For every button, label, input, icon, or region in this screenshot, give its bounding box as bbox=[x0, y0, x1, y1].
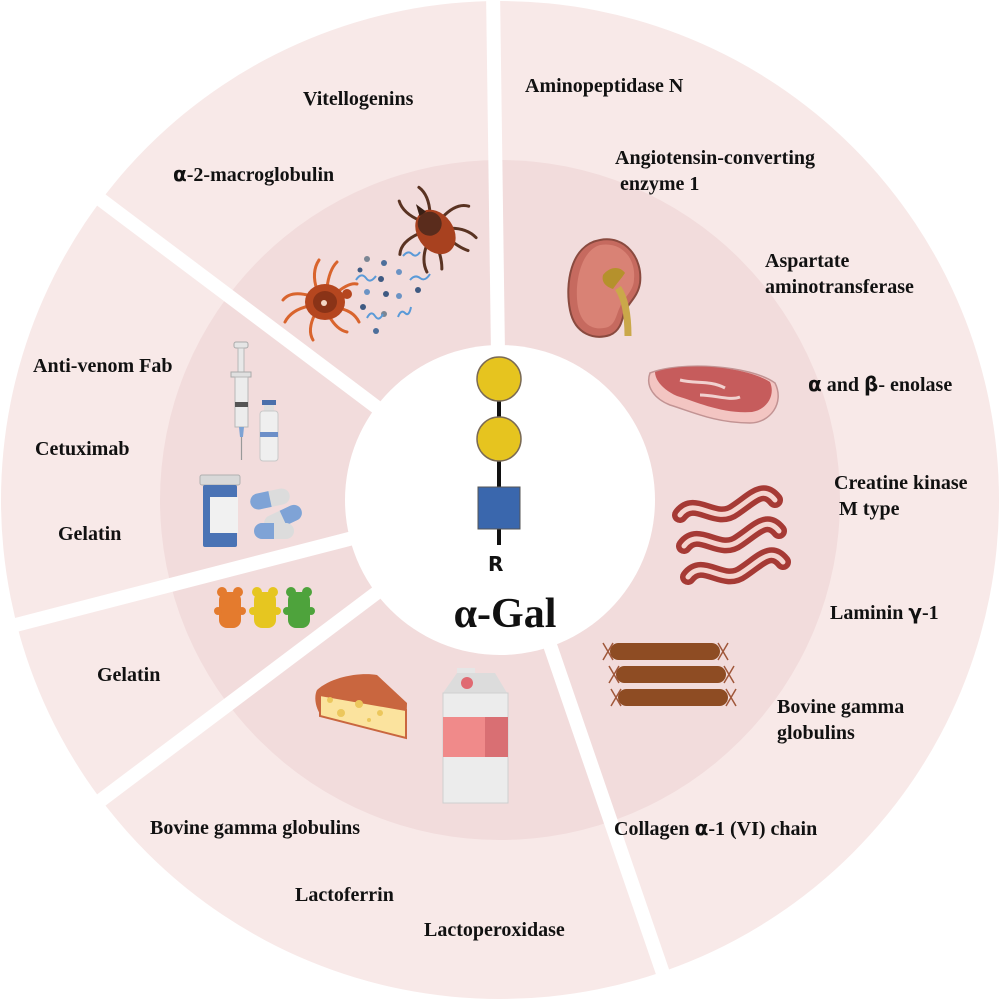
glcnac-square-icon bbox=[477, 486, 521, 530]
greek-alpha: α bbox=[173, 162, 187, 186]
label-vitellogenins: Vitellogenins bbox=[303, 88, 414, 110]
pill-bottle-icon bbox=[199, 474, 241, 547]
capsule-icon bbox=[250, 488, 302, 539]
label-enolase: α and β- enolase bbox=[808, 372, 953, 396]
milk-carton-icon bbox=[442, 668, 509, 804]
label-lactoferrin: Lactoferrin bbox=[295, 884, 394, 906]
syringe-icon bbox=[230, 341, 252, 460]
galactose-circle-icon bbox=[476, 356, 522, 402]
sausage-icon bbox=[602, 642, 737, 707]
label-alpha-2-macroglobulin: α-2-macroglobulin bbox=[173, 162, 335, 186]
alpha-gal-glycan-icon bbox=[476, 356, 522, 545]
center-title: α-Gal bbox=[453, 591, 557, 637]
cheese-icon bbox=[315, 674, 407, 740]
label-gelatin-drug: Gelatin bbox=[58, 523, 122, 545]
gummy-bear-icon bbox=[214, 587, 315, 628]
label-bovine-gamma-globulins-dairy: Bovine gamma globulins bbox=[150, 817, 361, 839]
galactose-circle-icon bbox=[476, 416, 522, 462]
kidney-icon bbox=[567, 238, 642, 338]
label-gelatin-candy: Gelatin bbox=[97, 664, 161, 686]
steak-icon bbox=[648, 365, 779, 424]
tick-icon bbox=[281, 258, 361, 342]
saliva-particles-icon bbox=[355, 251, 431, 334]
label-creatine-kinase: Creatine kinase M type bbox=[834, 472, 968, 520]
label-lactoperoxidase: Lactoperoxidase bbox=[424, 919, 565, 941]
tick-icon bbox=[397, 185, 478, 274]
bacon-icon bbox=[672, 485, 791, 585]
label-ace1: Angiotensin-converting enzyme 1 bbox=[615, 147, 815, 195]
label-laminin: Laminin γ-1 bbox=[830, 600, 939, 624]
label-cetuximab: Cetuximab bbox=[35, 438, 130, 460]
vial-icon bbox=[259, 400, 279, 462]
label-antivenom-fab: Anti-venom Fab bbox=[33, 355, 173, 377]
label-aminopeptidase-n: Aminopeptidase N bbox=[525, 75, 684, 97]
r-group-label: R bbox=[488, 552, 504, 576]
label-collagen: Collagen α-1 (VI) chain bbox=[614, 816, 818, 840]
